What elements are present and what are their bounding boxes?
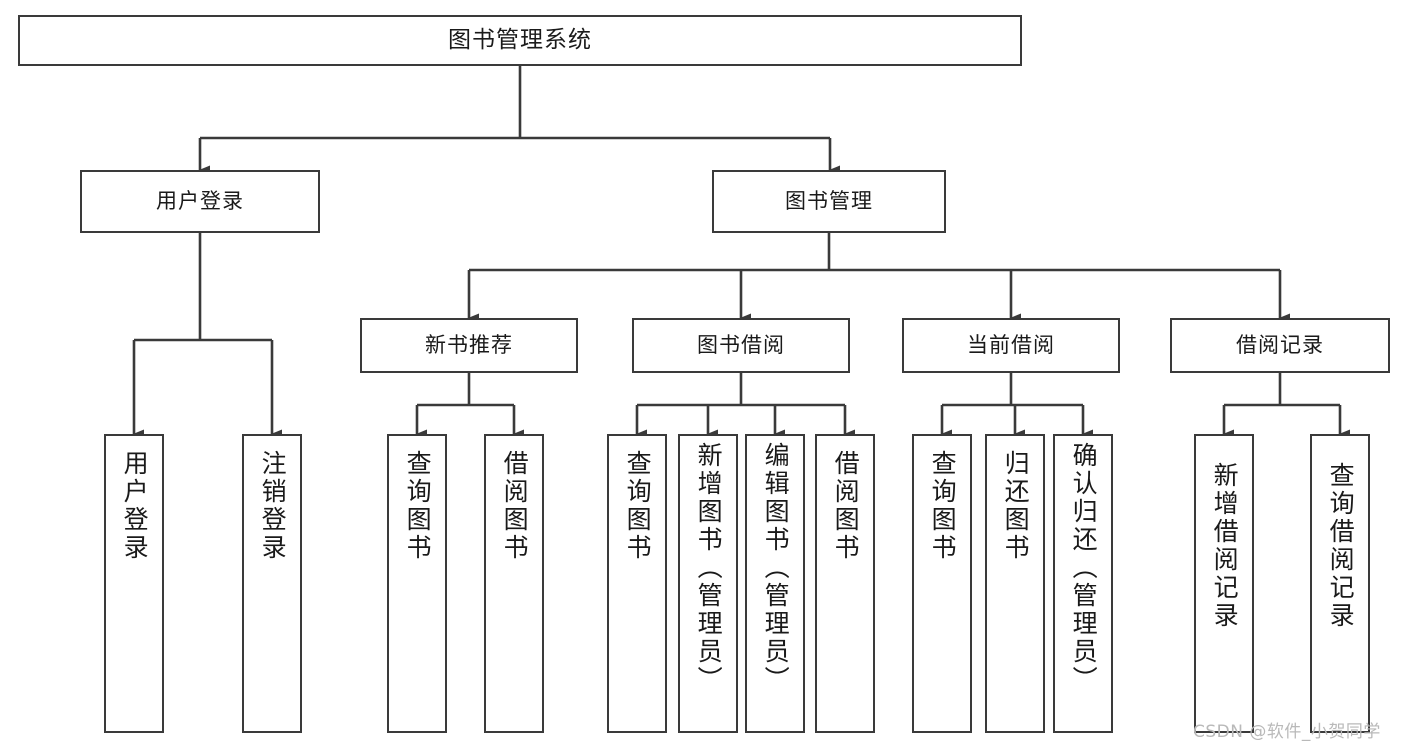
node-label: 图书借阅 <box>697 333 785 358</box>
leaf-add-record[interactable]: 新增借阅记录 <box>1194 434 1254 733</box>
leaf-return-book[interactable]: 归还图书 <box>985 434 1045 733</box>
leaf-confirm-return[interactable]: 确认归还（管理员） <box>1053 434 1113 733</box>
node-label: 借阅记录 <box>1236 333 1324 358</box>
node-label: 新增借阅记录 <box>1210 462 1240 630</box>
leaf-user-logout[interactable]: 注销登录 <box>242 434 302 733</box>
node-label: 新增图书（管理员） <box>694 442 724 694</box>
leaf-query-book-1[interactable]: 查询图书 <box>387 434 447 733</box>
node-label: 图书管理 <box>785 189 873 214</box>
leaf-edit-book[interactable]: 编辑图书（管理员） <box>745 434 805 733</box>
leaf-query-book-3[interactable]: 查询图书 <box>912 434 972 733</box>
node-label: 用户登录 <box>156 189 244 214</box>
node-book-manage[interactable]: 图书管理 <box>712 170 946 233</box>
node-label: 用户登录 <box>120 450 150 562</box>
node-label: 注销登录 <box>258 450 288 562</box>
node-new-book-rec[interactable]: 新书推荐 <box>360 318 578 373</box>
csdn-watermark: CSDN @软件_小贺同学 <box>1193 722 1381 742</box>
node-label: 借阅图书 <box>831 450 861 562</box>
node-label: 编辑图书（管理员） <box>761 442 791 694</box>
node-book-borrow[interactable]: 图书借阅 <box>632 318 850 373</box>
node-label: 当前借阅 <box>967 333 1055 358</box>
node-label: 归还图书 <box>1001 450 1031 562</box>
node-current-borrow[interactable]: 当前借阅 <box>902 318 1120 373</box>
node-label: 查询图书 <box>623 450 653 562</box>
node-label: 借阅图书 <box>500 450 530 562</box>
node-label: 确认归还（管理员） <box>1069 442 1099 694</box>
leaf-query-record[interactable]: 查询借阅记录 <box>1310 434 1370 733</box>
leaf-borrow-book-2[interactable]: 借阅图书 <box>815 434 875 733</box>
node-user-login[interactable]: 用户登录 <box>80 170 320 233</box>
leaf-user-login[interactable]: 用户登录 <box>104 434 164 733</box>
node-label: 查询借阅记录 <box>1326 462 1356 630</box>
node-label: 查询图书 <box>403 450 433 562</box>
node-borrow-record[interactable]: 借阅记录 <box>1170 318 1390 373</box>
leaf-add-book[interactable]: 新增图书（管理员） <box>678 434 738 733</box>
node-label: 图书管理系统 <box>448 26 592 53</box>
leaf-query-book-2[interactable]: 查询图书 <box>607 434 667 733</box>
node-label: 新书推荐 <box>425 333 513 358</box>
node-root-system[interactable]: 图书管理系统 <box>18 15 1022 66</box>
node-label: 查询图书 <box>928 450 958 562</box>
leaf-borrow-book-1[interactable]: 借阅图书 <box>484 434 544 733</box>
